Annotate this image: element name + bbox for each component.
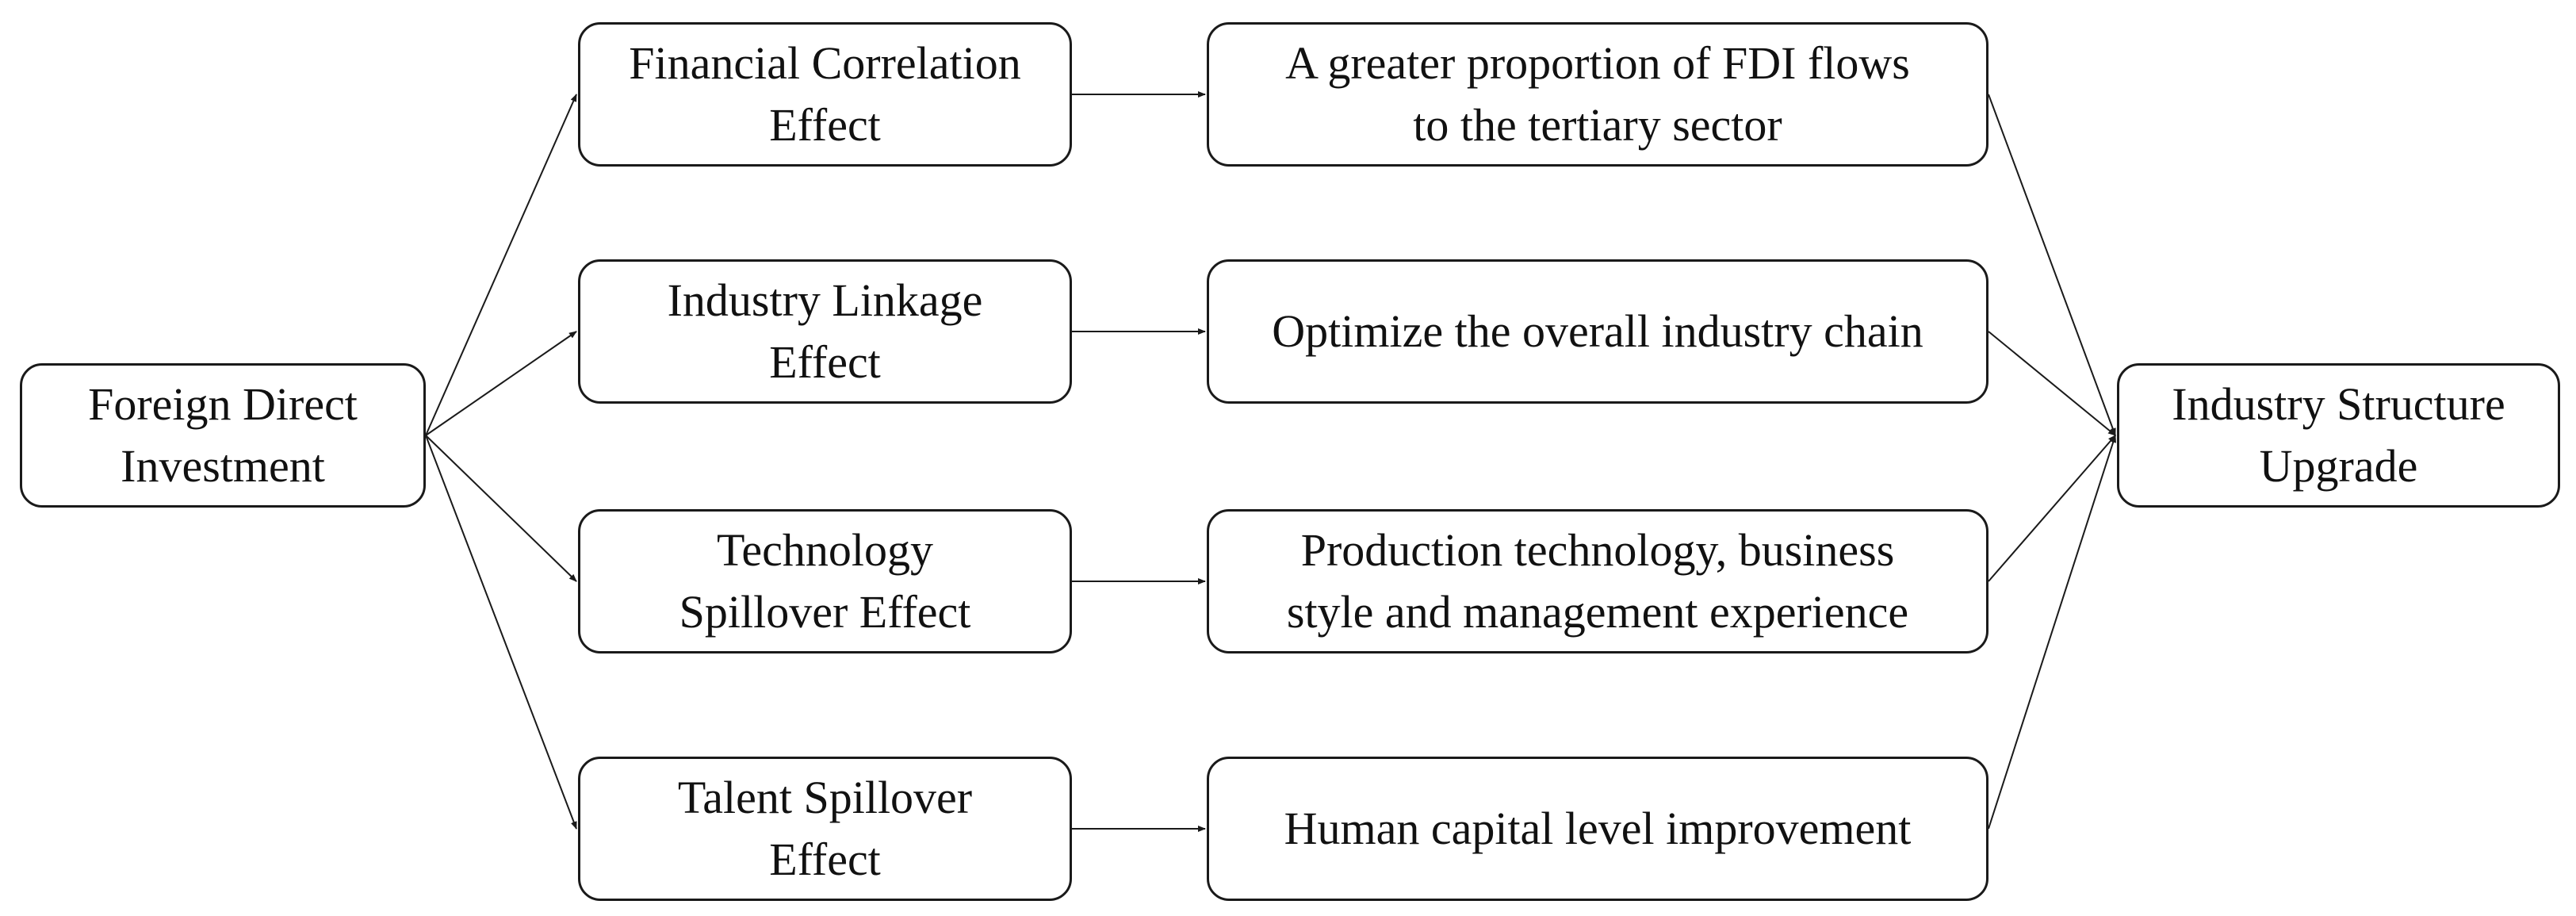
arrow-source-to-effect-3 — [425, 435, 577, 830]
node-financial-correlation-effect: Financial Correlation Effect — [578, 22, 1072, 167]
node-label-line: Human capital level improvement — [1284, 803, 1912, 854]
node-optimize-industry-chain: Optimize the overall industry chain — [1207, 259, 1988, 404]
node-label-line: Technology — [717, 524, 933, 576]
node-label-line: Industry Linkage — [667, 274, 983, 326]
node-human-capital-improvement: Human capital level improvement — [1207, 757, 1988, 901]
node-fdi-to-tertiary-sector: A greater proportion of FDI flows to the… — [1207, 22, 1988, 167]
arrow-source-to-effect-1 — [425, 331, 577, 436]
node-label-line: Optimize the overall industry chain — [1272, 305, 1923, 357]
node-label-line: Spillover Effect — [679, 586, 971, 638]
arrow-outcome-0-to-target — [1988, 94, 2116, 436]
node-label-line: Industry Structure — [2172, 378, 2505, 430]
node-label-line: style and management experience — [1286, 586, 1909, 638]
node-production-technology: Production technology, business style an… — [1207, 509, 1988, 653]
node-label-line: Financial Correlation — [629, 37, 1021, 89]
node-label-line: Talent Spillover — [677, 772, 973, 823]
node-industry-linkage-effect: Industry Linkage Effect — [578, 259, 1072, 404]
node-technology-spillover-effect: Technology Spillover Effect — [578, 509, 1072, 653]
arrow-source-to-effect-2 — [425, 435, 577, 582]
arrow-outcome-2-to-target — [1988, 435, 2116, 582]
node-label-line: Effect — [769, 834, 881, 885]
node-industry-structure-upgrade: Industry Structure Upgrade — [2117, 363, 2560, 508]
node-foreign-direct-investment: Foreign Direct Investment — [20, 363, 426, 508]
node-label-line: Effect — [769, 99, 881, 151]
arrow-outcome-3-to-target — [1988, 435, 2117, 830]
node-label-line: to the tertiary sector — [1413, 99, 1782, 151]
arrow-outcome-1-to-target — [1988, 331, 2116, 436]
arrow-source-to-effect-0 — [425, 94, 577, 436]
edges — [425, 91, 2117, 832]
node-label-line: Upgrade — [2259, 440, 2418, 492]
node-label-line: Effect — [769, 336, 881, 388]
node-talent-spillover-effect: Talent Spillover Effect — [578, 757, 1072, 901]
node-label-line: Production technology, business — [1300, 524, 1895, 576]
node-label-line: Foreign Direct — [88, 378, 358, 430]
node-label-line: Investment — [121, 440, 325, 492]
node-label-line: A greater proportion of FDI flows — [1285, 37, 1910, 89]
